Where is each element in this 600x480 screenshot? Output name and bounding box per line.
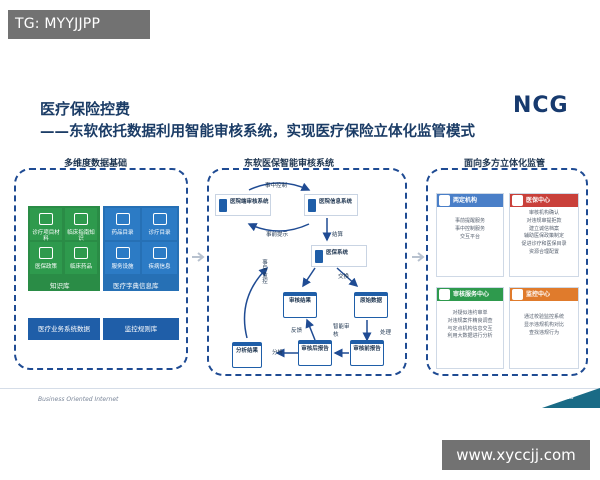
process-label: 处理 [380,330,392,336]
medicine-icon [74,247,88,259]
post-monitor-label: 事后监控 [262,260,268,285]
card-body: 对疑似违约审单 对违规案件精良调查 与定点机构信息交互 利用大数据进行分析 [437,310,503,341]
tile-label: 诊疗项目材料 [32,230,60,243]
server-icon [308,199,316,212]
insurance-system-node: 医保系统 [311,245,367,267]
brand-logo: NCG [513,93,569,118]
dictionary-tile: 药品目录 [105,208,140,240]
pill-icon [39,213,53,225]
post-review-report-doc: 审核后报告 [298,340,332,366]
left-panel [14,168,188,370]
analyze-label: 分析 [272,350,284,356]
tile-label: 临床药品 [69,264,92,270]
card-line: 事中控制服务 [454,225,485,232]
arrow-right-icon [192,252,205,262]
card-line: 建立诚信档案 [528,225,559,232]
service-icon [115,247,130,259]
smart-review-label: 智能审核 [333,324,350,338]
card-line: 对疑似违约审单 [452,310,488,316]
slide-subtitle: ——东软依托数据利用智能审核系统，实现医疗保险立体化监管模式 [40,124,475,140]
dictionary-label: 医疗字典信息库 [113,282,159,290]
slide-title: 医疗保险控费 [40,100,131,118]
card-line: 审核机构确认 [528,210,559,216]
settle-label: 结算 [332,232,344,238]
card-line: 通过校验监控系统 [523,314,564,320]
card-line: 与定点机构信息交互 [447,325,493,332]
tile-label: 医保政策 [34,264,57,270]
building-icon [39,247,53,259]
card-line: 资源合理配置 [528,248,559,255]
right-panel [426,168,588,376]
card-line: 交互平台 [459,233,480,240]
card-body: 审核机构确认 对违规审提拒款 建立诚信档案 辅助医保政策制定 促进诊疗和医保目录… [510,210,578,257]
card-line: 利用大数据进行分析 [447,333,493,340]
flow-arrows [243,182,372,358]
in-control-label: 事中控制 [265,183,288,189]
card-body: 事前提醒服务 事中控制服务 交互平台 [437,218,503,241]
hospital-icon [439,195,450,206]
card-header: 审核服务中心 [437,288,503,301]
building-icon [512,195,523,206]
hospital-info-system-node: 医院信息系统 [304,194,358,216]
node-label: 医院信息系统 [319,199,353,205]
list-icon [152,213,167,225]
feedback-label: 反馈 [291,328,303,334]
knowledge-tile: 临床指南知识 [65,208,97,243]
watermark-bottom: www.xyccjj.com [442,440,590,470]
card-line: 促进诊疗和医保目录 [521,241,567,247]
raw-data-doc: 原始数据 [354,292,388,318]
card-body: 通过校验监控系统 显示违规机构对比 查找违规行为 [510,314,578,337]
knowledge-tile: 医保政策 [30,242,62,274]
card-line: 显示违规机构对比 [523,321,564,328]
card-header: 医保中心 [510,194,578,207]
middle-panel [207,168,407,376]
dictionary-tile: 疾病信息 [142,242,177,274]
server-icon [315,250,323,263]
knowledge-label: 知识库 [50,282,70,290]
tile-label: 疾病信息 [148,264,171,270]
pre-review-report-doc: 审核前报告 [350,340,384,366]
node-label: 医院端审核系统 [230,199,269,205]
left-section-title: 多维度数据基础 [64,159,128,169]
pre-hint-label: 事前提示 [266,232,289,238]
card-designated-institutions [436,193,504,277]
tile-label: 服务设施 [111,264,134,270]
node-label: 医保系统 [326,250,349,256]
knowledge-tile: 临床药品 [65,242,97,274]
business-data-bar: 医疗业务系统数据 [28,318,100,340]
rules-bar: 监控规则库 [103,318,179,340]
watermark-top: TG: MYYJJPP [8,10,150,39]
arrow-right-icon [412,252,425,262]
footer-divider [0,388,600,389]
card-header: 两定机构 [437,194,503,207]
card-line: 事前提醒服务 [454,218,485,224]
middle-section-title: 东软医保智能审核系统 [244,159,335,169]
page-number: 23 [566,394,574,401]
document-icon [439,289,450,300]
hospital-claim-system-node: 医院端审核系统 [215,194,271,216]
footer-note: Business Oriented Internet [38,396,119,403]
footer-corner-decoration [542,388,600,408]
doctor-icon [74,213,88,225]
knowledge-tile: 诊疗项目材料 [30,208,62,243]
cross-icon [152,247,167,259]
card-header: 监控中心 [510,288,578,301]
card-insurance-center [509,193,579,277]
pill-icon [115,213,130,225]
tile-label: 药品目录 [111,230,134,236]
dictionary-tile: 诊疗目录 [142,208,177,240]
review-result-doc: 审核结果 [283,292,317,318]
dictionary-tile: 服务设施 [105,242,140,274]
server-icon [219,199,227,212]
card-line: 辅助医保政策制定 [523,233,564,240]
card-line: 查找违规行为 [528,329,559,336]
camera-icon [512,289,523,300]
analysis-result-doc: 分析结果 [232,342,262,368]
exchange-label: 交换 [338,274,350,280]
right-section-title: 面向多方立体化监管 [464,159,546,169]
card-line: 对违规案件精良调查 [447,317,493,324]
tile-label: 临床指南知识 [67,230,95,243]
tile-label: 诊疗目录 [148,230,171,236]
card-line: 对违规审提拒款 [526,217,562,224]
